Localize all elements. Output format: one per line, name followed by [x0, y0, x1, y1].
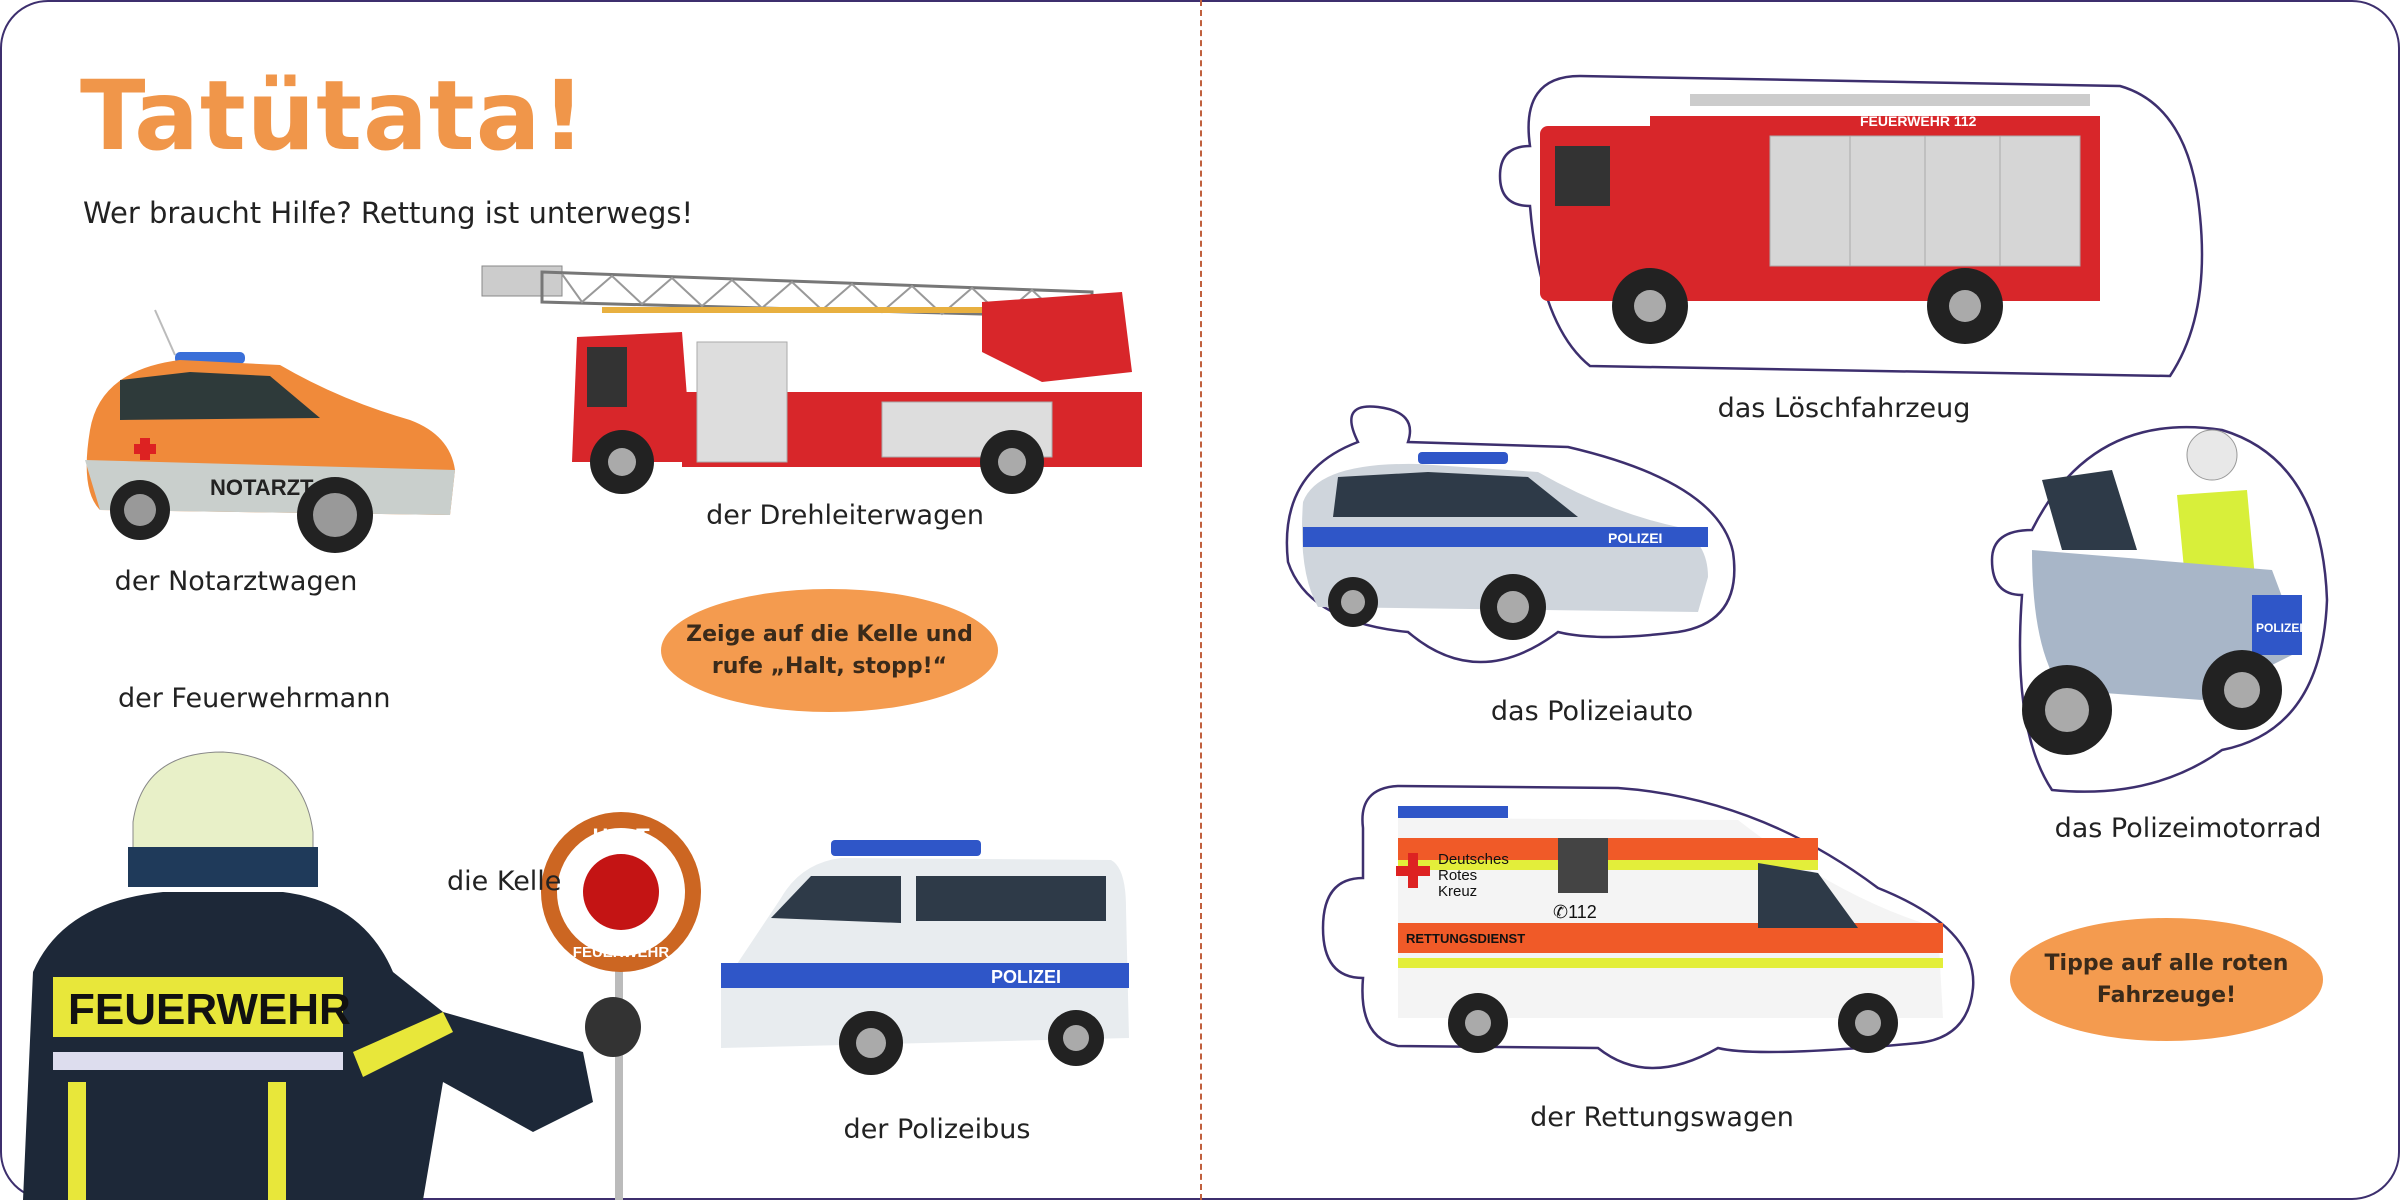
drk-line-1: Deutsches [1438, 851, 1509, 868]
label-rettungswagen: der Rettungswagen [1530, 1102, 1794, 1133]
drk-line-3: Kreuz [1438, 883, 1477, 900]
hint-line-2: Fahrzeuge! [2096, 982, 2237, 1008]
notarzt-text: NOTARZT [210, 475, 314, 500]
label-feuerwehrmann: der Feuerwehrmann [118, 683, 391, 714]
hint-line-2: rufe „Halt, stopp!“ [711, 653, 948, 679]
polizeiauto-image[interactable]: POLIZEI [1278, 402, 1738, 682]
rettungswagen-image[interactable]: Deutsches Rotes Kreuz ✆112 RETTUNGSDIENS… [1318, 778, 1978, 1080]
page-divider [1200, 0, 1202, 1200]
feuerwehrmann-image[interactable]: FEUERWEHR HALT FEUERWEHR [23, 751, 701, 1200]
label-polizeibus: der Polizeibus [843, 1114, 1031, 1145]
bus-text: POLIZEI [991, 967, 1061, 987]
truck-text: FEUERWEHR 112 [1860, 113, 1977, 129]
label-loeschfahrzeug: das Löschfahrzeug [1717, 393, 1971, 424]
label-polizeimotorrad: das Polizeimotorrad [2054, 813, 2322, 844]
notarztwagen-image[interactable]: NOTARZT [80, 309, 460, 555]
label-kelle: die Kelle [447, 866, 562, 897]
phone-112: ✆112 [1553, 902, 1597, 922]
rd-text: RETTUNGSDIENST [1406, 931, 1525, 946]
loeschfahrzeug-image[interactable]: FEUERWEHR 112 [1470, 66, 2206, 382]
kelle-top-text: HALT [592, 824, 650, 849]
polizeimotorrad-image[interactable]: POLIZEI [1972, 400, 2336, 800]
jacket-text: FEUERWEHR [68, 985, 351, 1034]
moto-text: POLIZEI [2256, 621, 2303, 635]
label-drehleiterwagen: der Drehleiterwagen [706, 500, 984, 531]
hint-line-1: Tippe auf alle roten [2044, 950, 2289, 976]
label-polizeiauto: das Polizeiauto [1490, 696, 1694, 727]
page-subtitle: Wer braucht Hilfe? Rettung ist unterwegs… [83, 196, 694, 230]
polizeibus-image[interactable]: POLIZEI [701, 838, 1133, 1088]
drehleiterwagen-image[interactable] [481, 262, 1147, 497]
police-car-text: POLIZEI [1608, 530, 1662, 546]
kelle-bottom-text: FEUERWEHR [573, 944, 670, 961]
hint-line-1: Zeige auf die Kelle und [686, 621, 973, 647]
drk-line-2: Rotes [1438, 867, 1477, 884]
label-notarztwagen: der Notarztwagen [114, 566, 358, 597]
hint-bubble-kelle: Zeige auf die Kelle und rufe „Halt, stopp… [661, 589, 998, 712]
page-title: Tatütata! [80, 60, 587, 172]
